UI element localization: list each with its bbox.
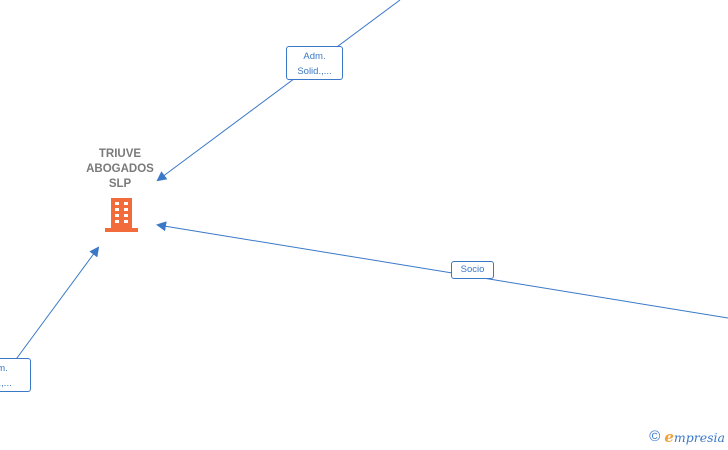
edge-label-socio[interactable]: Socio [451,261,494,279]
empresia-logo-text: mpresia [673,429,725,445]
copyright-symbol: © [649,428,661,445]
edge-right [156,221,728,319]
edge-label-adm-solid-top[interactable]: Adm. Solid.,... [286,46,343,80]
company-name[interactable]: TRIUVE ABOGADOS SLP [86,148,154,190]
empresia-logo: empresia [664,429,725,446]
edge-top [156,0,401,182]
edge-bottom [13,246,100,363]
empresia-watermark: © empresia [649,429,725,445]
edge-label-adm-solid-bottom[interactable]: m. d.,... [0,358,31,392]
empresia-logo-initial: e [664,427,674,446]
building-icon[interactable] [105,197,138,233]
